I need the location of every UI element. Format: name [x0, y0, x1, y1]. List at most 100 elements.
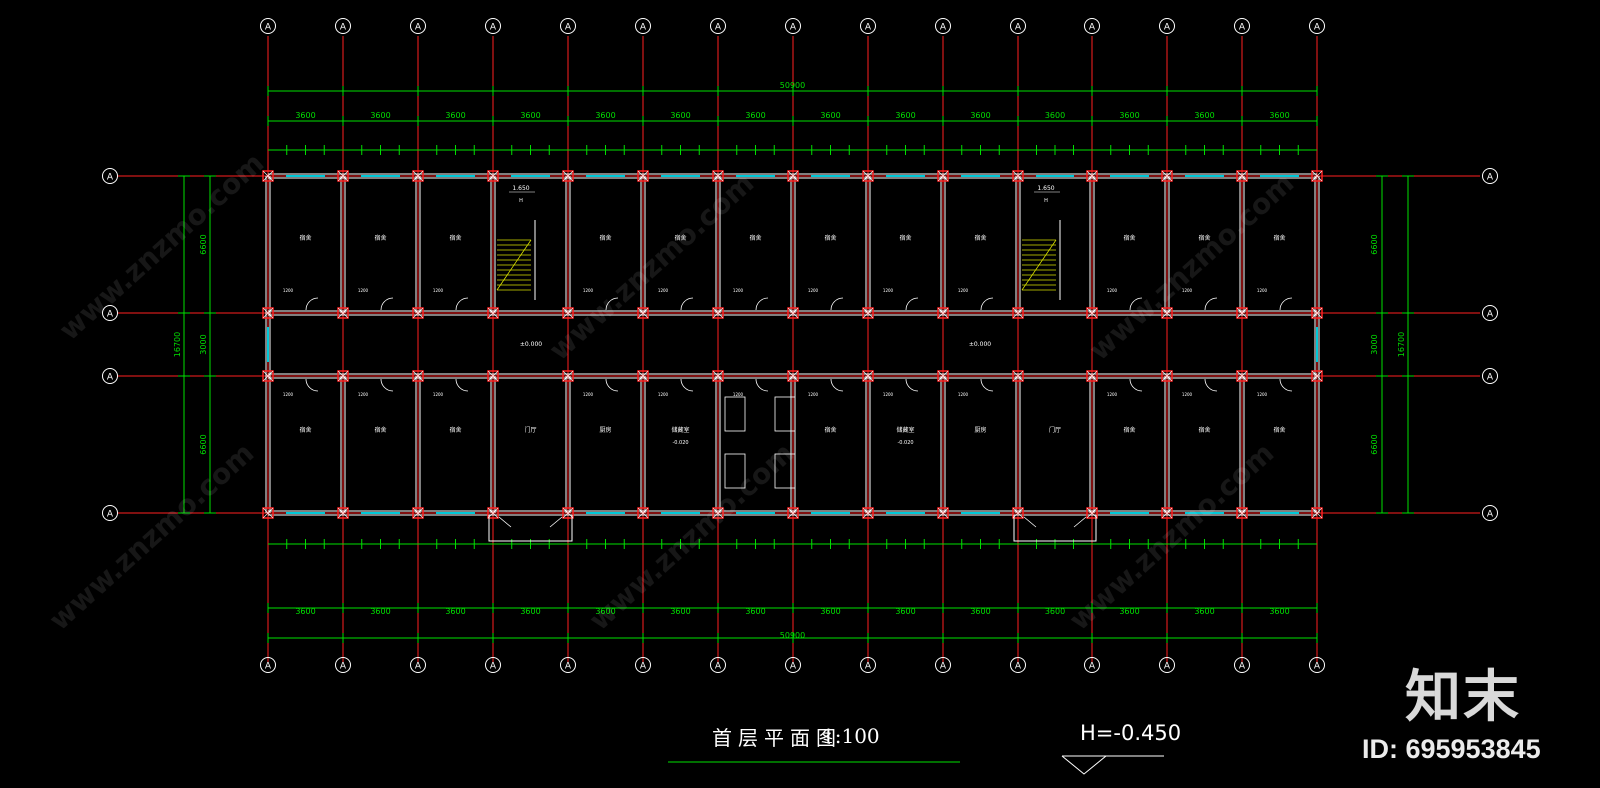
grid-bubble-top-12 [1084, 18, 1100, 34]
column-2-0 [412, 170, 424, 182]
column-x-b-7-2 [787, 370, 799, 382]
grid-bubble-top-1 [260, 18, 276, 34]
column-x-b-5-0 [637, 170, 649, 182]
door-south-9 [980, 378, 994, 392]
door-dim-south-12: 1200 [1182, 392, 1193, 397]
column-x-b-10-0 [1012, 170, 1024, 182]
dim-bay-top-12: 3600 [1119, 111, 1139, 120]
door-north-12 [1204, 297, 1218, 311]
column-14-0 [1311, 170, 1323, 182]
column-x-b-1-0 [337, 170, 349, 182]
column-x-b-9-2 [937, 370, 949, 382]
grid-bubble-right-label-1: A [1487, 173, 1494, 183]
dim-bay-bottom-12: 3600 [1119, 607, 1139, 616]
floor-level-west: ±0.000 [520, 341, 542, 348]
grid-bubble-bottom-label-14: A [1239, 662, 1246, 672]
column-x-b-2-2 [412, 370, 424, 382]
dim-bay-bottom-8: 3600 [820, 607, 840, 616]
grid-bubble-top-label-14: A [1239, 23, 1246, 33]
column-12-3 [1161, 507, 1173, 519]
dim-bay-top-3: 3600 [445, 111, 465, 120]
column-x-b-1-2 [337, 370, 349, 382]
grid-bubble-bottom-13 [1159, 657, 1175, 673]
level-symbol [1061, 755, 1164, 775]
column-6-1 [712, 307, 724, 319]
door-dim-north-12: 1200 [1182, 288, 1193, 293]
column-10-3 [1012, 507, 1024, 519]
dim-depth-seg-label-0-1: 3000 [199, 334, 208, 354]
grid-bubble-top-14 [1234, 18, 1250, 34]
door-dim-north-13: 1200 [1257, 288, 1268, 293]
grid-bubble-bottom-label-11: A [1015, 662, 1022, 672]
room-label-north-2: 宿舍 [449, 234, 461, 242]
door-dim-north-1: 1200 [358, 288, 369, 293]
column-x-b-10-3 [1012, 507, 1024, 519]
grid-bubble-left-3 [102, 368, 118, 384]
room-label-south-11: 宿舍 [1123, 426, 1135, 434]
stair-level-h-0: H [519, 198, 523, 204]
door-dim-south-1: 1200 [358, 392, 369, 397]
column-x-b-7-3 [787, 507, 799, 519]
column-10-0 [1012, 170, 1024, 182]
column-x-b-13-2 [1236, 370, 1248, 382]
grid-bubble-bottom-12 [1084, 657, 1100, 673]
drawing-scale: 1:100 [822, 724, 880, 748]
dim-depth-seg-label-0-0: 6600 [199, 234, 208, 254]
door-south-4 [605, 378, 619, 392]
grid-bubble-bottom-label-2: A [340, 662, 347, 672]
dim-depth-seg-label-0-2: 6600 [199, 434, 208, 454]
door-south-12 [1204, 378, 1218, 392]
column-x-b-8-3 [862, 507, 874, 519]
dim-bay-top-11: 3600 [1045, 111, 1065, 120]
entrance-door-a-0 [498, 516, 512, 528]
toilet-box-3 [774, 453, 796, 489]
door-dim-north-9: 1200 [958, 288, 969, 293]
column-0-0 [262, 170, 274, 182]
door-north-11 [1129, 297, 1143, 311]
grid-bubble-right-label-2: A [1487, 310, 1494, 320]
column-x-b-4-0 [562, 170, 574, 182]
dim-bay-top-1: 3600 [295, 111, 315, 120]
column-x-b-11-3 [1086, 507, 1098, 519]
column-x-b-12-3 [1161, 507, 1173, 519]
column-4-3 [562, 507, 574, 519]
grid-bubble-top-label-11: A [1015, 23, 1022, 33]
door-dim-south-2: 1200 [433, 392, 444, 397]
column-x-b-13-0 [1236, 170, 1248, 182]
door-dim-north-2: 1200 [433, 288, 444, 293]
column-10-1 [1012, 307, 1024, 319]
column-x-b-10-2 [1012, 370, 1024, 382]
column-10-2 [1012, 370, 1024, 382]
door-dim-north-5: 1200 [658, 288, 669, 293]
door-north-13 [1279, 297, 1293, 311]
dim-depth-seg-label-1-0: 6600 [1370, 234, 1379, 254]
grid-bubble-bottom-label-1: A [265, 662, 272, 672]
door-south-6 [755, 378, 769, 392]
brand-logo: 知末 [1405, 665, 1521, 730]
grid-bubble-top-label-1: A [265, 23, 272, 33]
room-label-north-7: 宿舍 [824, 234, 836, 242]
grid-bubble-top-label-3: A [415, 23, 422, 33]
stair-level-1: 1.650 [1037, 185, 1054, 192]
column-x-b-7-1 [787, 307, 799, 319]
column-4-2 [562, 370, 574, 382]
toilet-box-0 [724, 396, 746, 432]
grid-bubble-bottom-label-8: A [790, 662, 797, 672]
room-label-north-13: 宿舍 [1273, 234, 1285, 242]
grid-bubble-top-7 [710, 18, 726, 34]
dim-bay-top-5: 3600 [595, 111, 615, 120]
grid-bubble-top-label-13: A [1164, 23, 1171, 33]
column-x-b-0-1 [262, 307, 274, 319]
grid-bubble-bottom-label-9: A [865, 662, 872, 672]
dim-bay-top-6: 3600 [670, 111, 690, 120]
door-north-6 [755, 297, 769, 311]
column-8-2 [862, 370, 874, 382]
door-dim-south-9: 1200 [958, 392, 969, 397]
column-11-0 [1086, 170, 1098, 182]
column-x-b-5-2 [637, 370, 649, 382]
entrance-door-b-1 [1073, 516, 1087, 528]
room-label-south-2: 宿舍 [449, 426, 461, 434]
column-13-0 [1236, 170, 1248, 182]
grid-bubble-top-5 [560, 18, 576, 34]
dim-bay-bottom-2: 3600 [370, 607, 390, 616]
